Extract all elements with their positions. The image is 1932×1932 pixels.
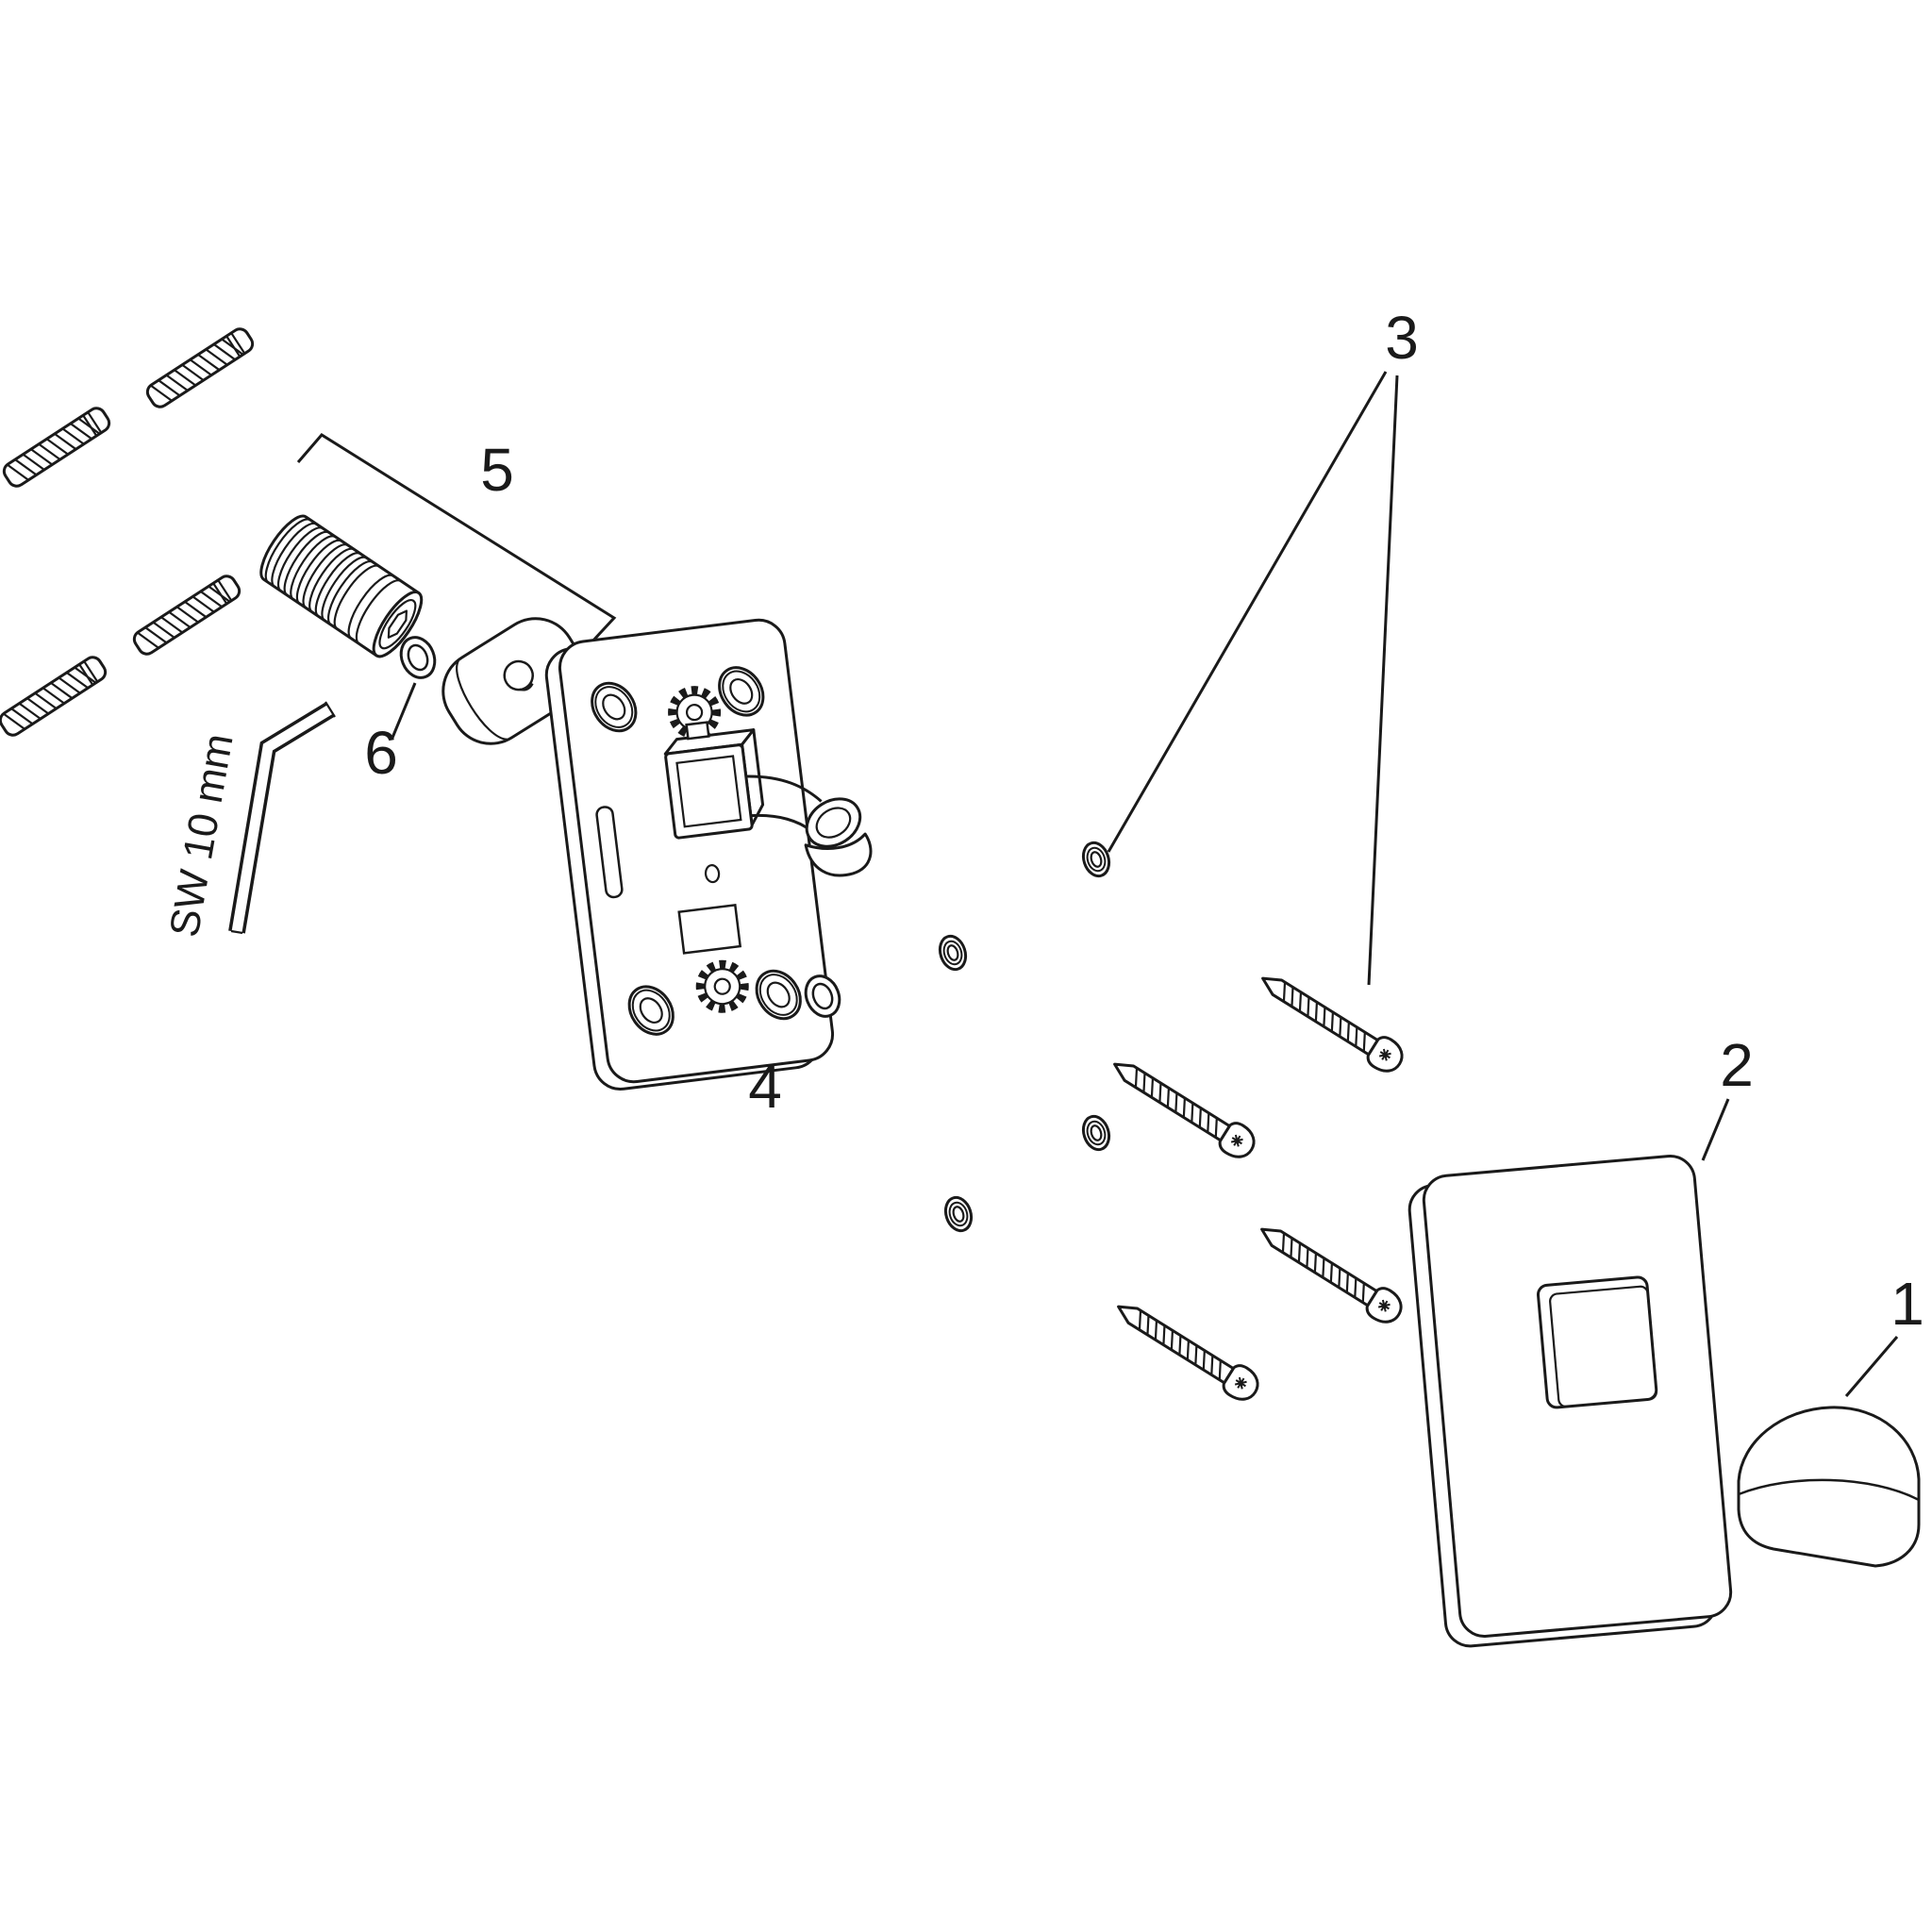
wall-anchor bbox=[0, 403, 114, 491]
wall-anchor bbox=[142, 324, 258, 412]
washer bbox=[1077, 838, 1115, 881]
wall-anchor bbox=[0, 652, 110, 741]
plate-hole bbox=[591, 681, 638, 733]
callout-1-leader bbox=[1844, 1336, 1899, 1397]
callout-3-leader-screws bbox=[1367, 375, 1399, 986]
threaded-adapter bbox=[259, 514, 424, 658]
cover-plate-opening bbox=[1536, 1275, 1658, 1409]
screw bbox=[1105, 1049, 1262, 1165]
allen-key bbox=[228, 701, 336, 935]
callout-4-label: 4 bbox=[748, 1053, 782, 1121]
washer bbox=[934, 931, 972, 974]
callout-2-label: 2 bbox=[1720, 1031, 1754, 1099]
callout-6-label: 6 bbox=[364, 719, 398, 787]
washer bbox=[1077, 1111, 1115, 1155]
pivot-hole bbox=[704, 864, 721, 884]
callout-5-bracket bbox=[296, 433, 617, 644]
callout-5-label: 5 bbox=[480, 436, 514, 504]
plate-hole bbox=[718, 666, 765, 717]
wall-anchor bbox=[129, 571, 244, 659]
allen-key-size-label: SW 10 mm bbox=[161, 730, 242, 941]
plate-hole bbox=[755, 969, 802, 1021]
mounting-bracket-plate bbox=[544, 618, 873, 1091]
cover-plate bbox=[1407, 1155, 1733, 1648]
plate-slot bbox=[595, 806, 624, 899]
screw bbox=[1108, 1291, 1266, 1407]
callout-6-leader bbox=[391, 682, 417, 739]
escutcheon-seal bbox=[441, 617, 585, 745]
holder-pivot bbox=[663, 721, 873, 877]
callout-3-label: 3 bbox=[1385, 304, 1419, 372]
washer bbox=[940, 1192, 977, 1236]
screw bbox=[1252, 1214, 1409, 1330]
plate-window bbox=[677, 904, 742, 955]
callout-2-leader bbox=[1701, 1098, 1730, 1161]
handle-knob bbox=[1737, 1406, 1921, 1568]
callout-3-leader-washers bbox=[1107, 371, 1388, 853]
callout-1-label: 1 bbox=[1890, 1270, 1924, 1338]
plate-hole bbox=[627, 985, 675, 1036]
screw bbox=[1253, 963, 1410, 1079]
